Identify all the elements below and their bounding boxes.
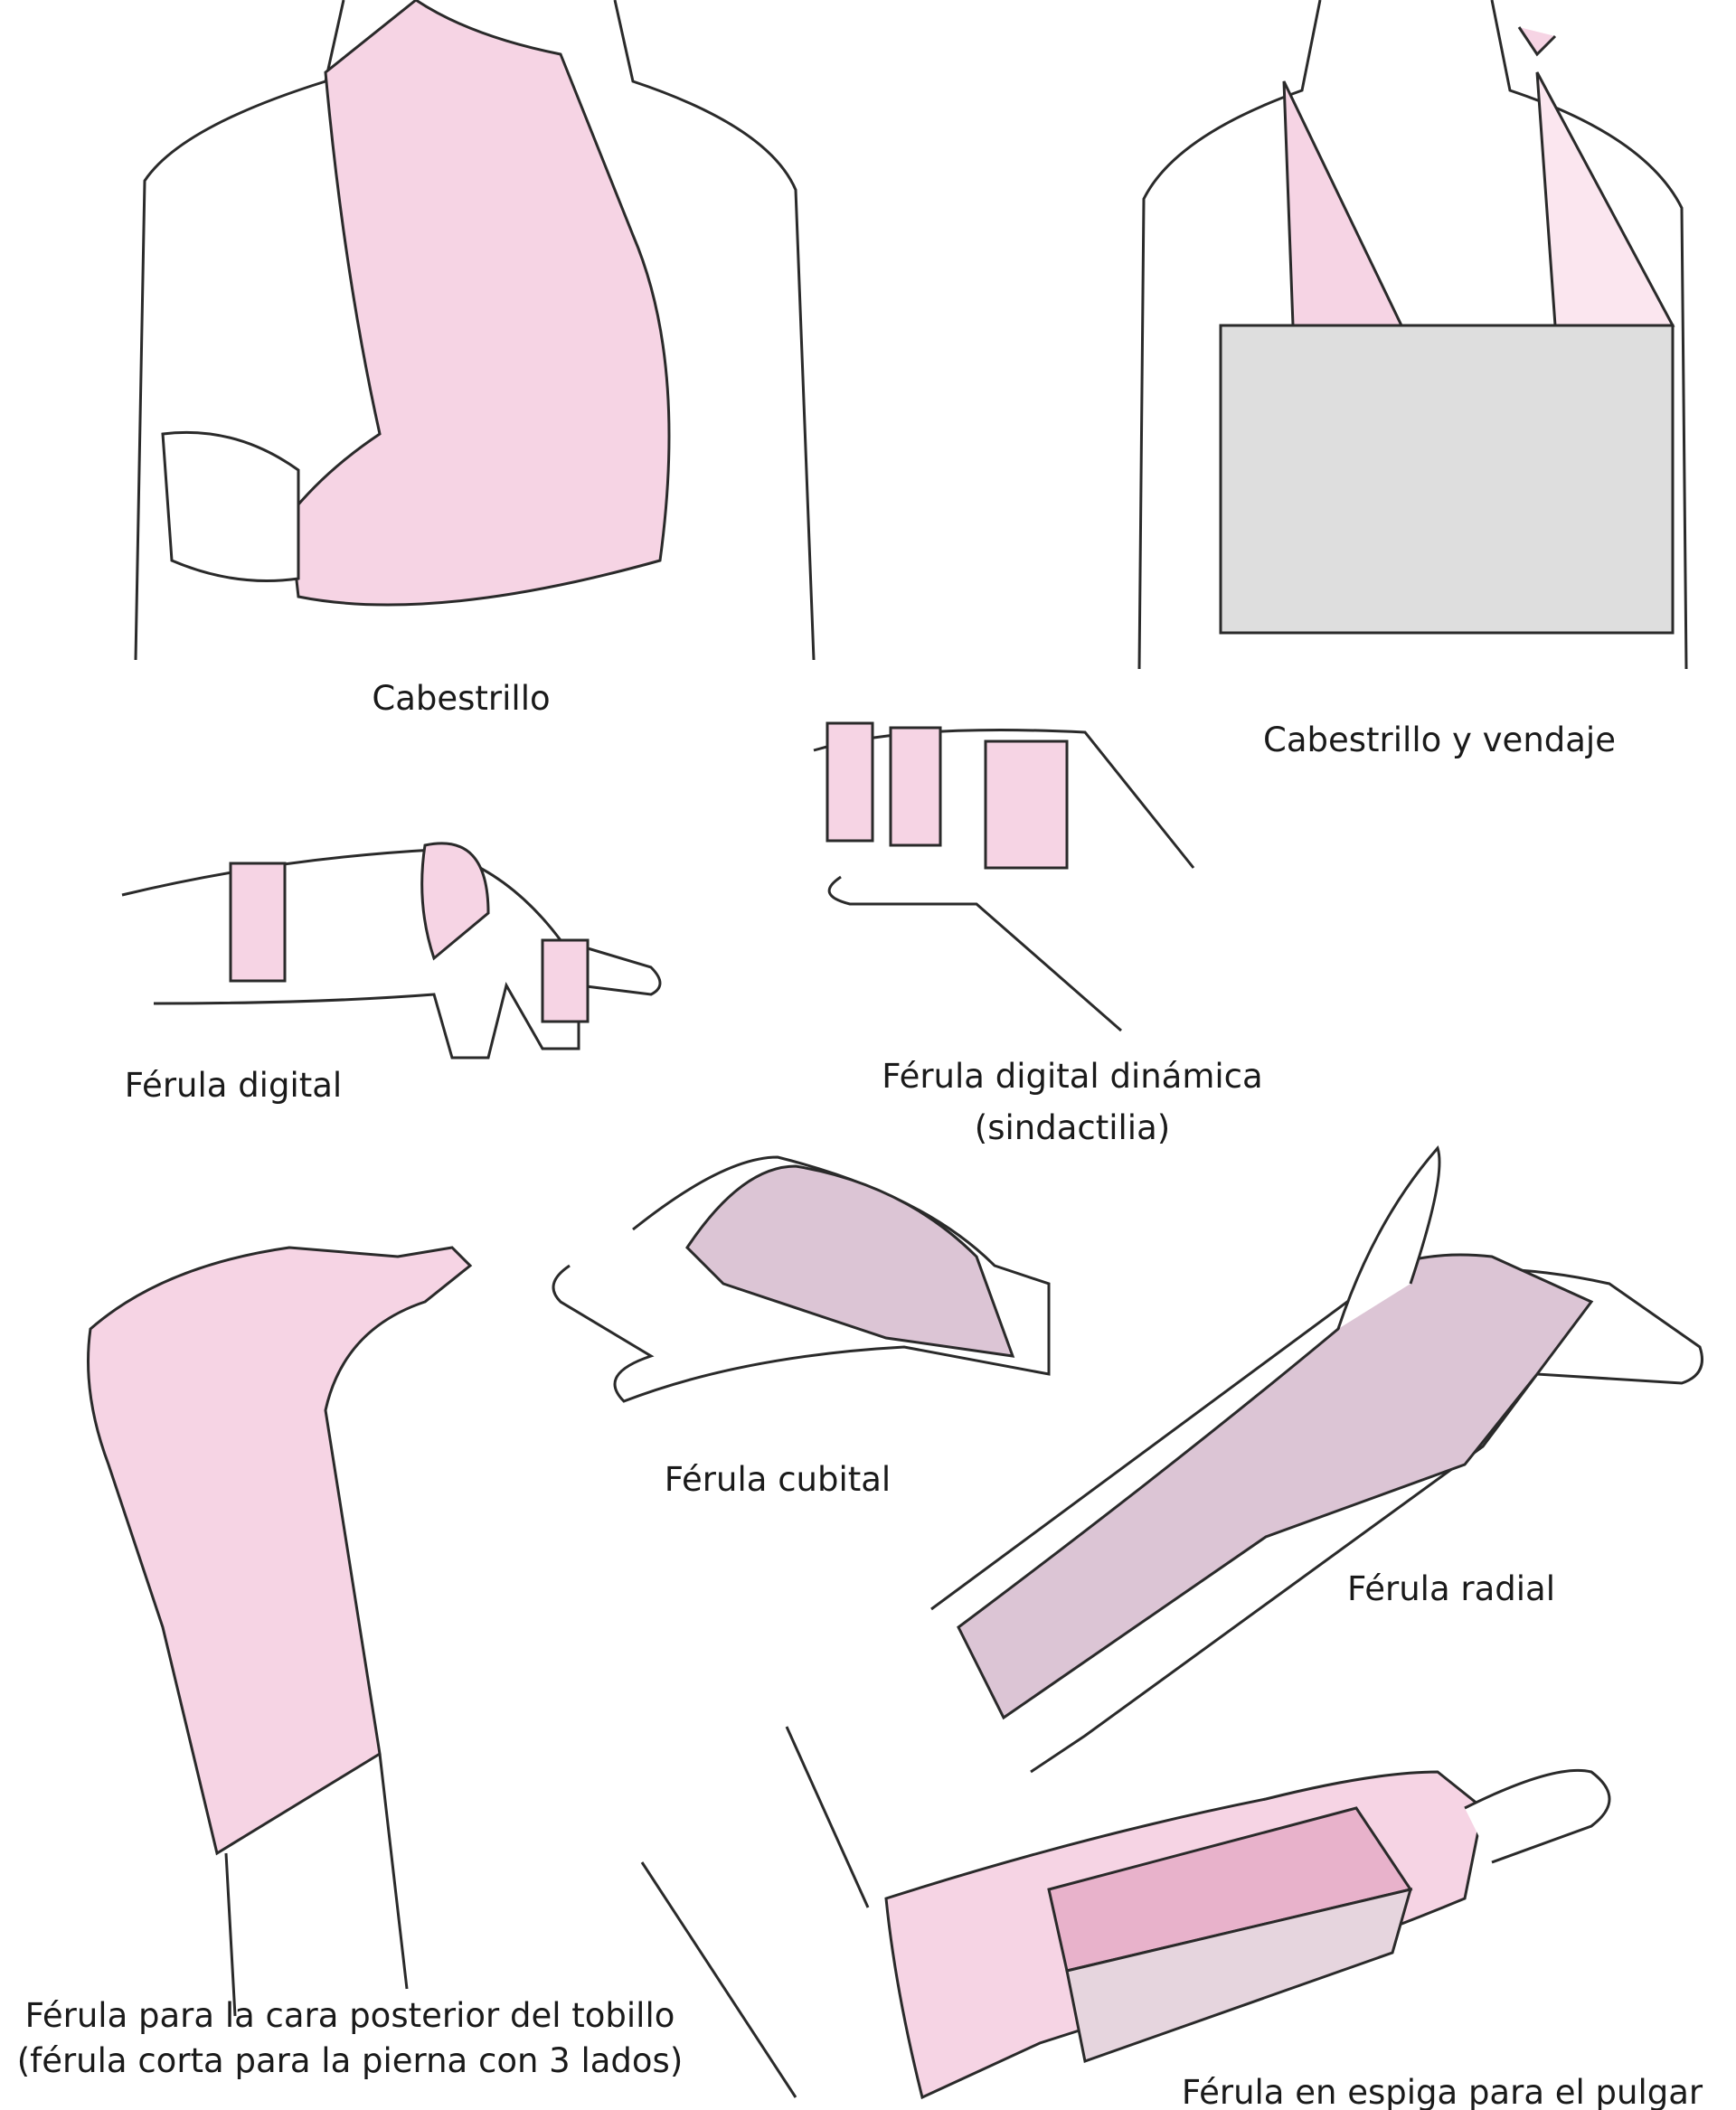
sling-figure bbox=[134, 0, 816, 661]
swathe-bandage bbox=[1219, 324, 1675, 635]
label-sling-swathe: Cabestrillo y vendaje bbox=[1263, 721, 1616, 759]
finger-splint-figure bbox=[121, 842, 662, 1060]
label-finger-splint: Férula digital bbox=[124, 1066, 343, 1105]
buddy-tape-figure bbox=[813, 721, 1195, 1032]
sling-fabric bbox=[288, 0, 671, 607]
label-radial-gutter: Férula radial bbox=[1346, 1569, 1556, 1608]
ankle-splint-figure bbox=[87, 1246, 473, 2017]
label-sling: Cabestrillo bbox=[372, 679, 551, 718]
sling-swathe-figure bbox=[1137, 0, 1688, 670]
label-buddy-tape-sub: (sindactilia) bbox=[974, 1108, 1171, 1147]
label-buddy-tape: Férula digital dinámica bbox=[882, 1057, 1263, 1096]
label-ulnar-gutter: Férula cubital bbox=[664, 1460, 892, 1499]
label-ankle-splint-sub: (férula corta para la pierna con 3 lados… bbox=[16, 2041, 684, 2080]
radial-gutter-figure bbox=[930, 1145, 1703, 1774]
thumb-spica-figure bbox=[640, 1726, 1611, 2100]
ulnar-gutter-figure bbox=[552, 1155, 1051, 1403]
label-ankle-splint: Férula para la cara posterior del tobill… bbox=[24, 1996, 675, 2035]
label-thumb-spica: Férula en espiga para el pulgar bbox=[1181, 2073, 1703, 2110]
